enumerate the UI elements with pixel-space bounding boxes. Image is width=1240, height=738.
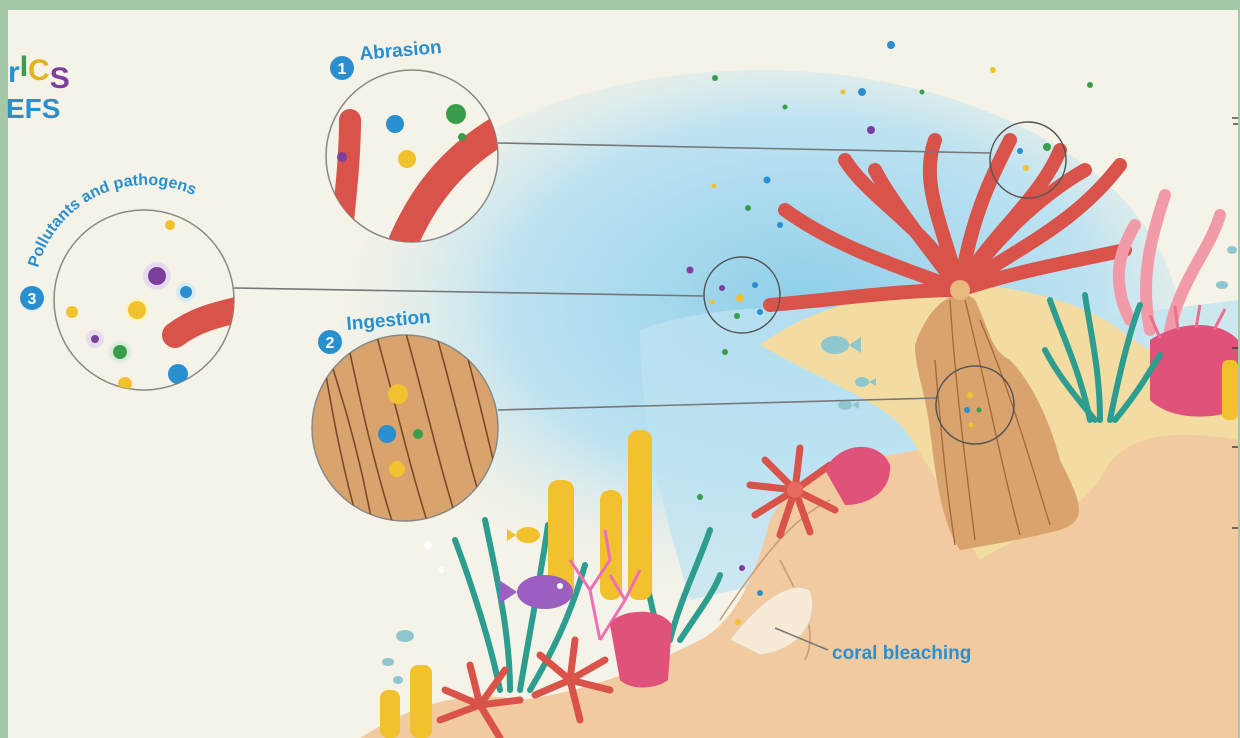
ingestion-magnifier (312, 335, 498, 521)
title-letter-1: r (8, 56, 20, 89)
coral-mouth (950, 280, 970, 300)
anemone-center (787, 482, 803, 498)
title-letter-4: S (50, 62, 70, 95)
coral-bleaching-label: coral bleaching (832, 643, 971, 664)
pollutants-magnifier (54, 210, 234, 390)
title-line-2: EFS (6, 93, 60, 124)
ingestion-number: 2 (326, 335, 335, 352)
yellow-tube-right (1222, 360, 1238, 420)
pollutants-number: 3 (28, 291, 37, 308)
abrasion-number: 1 (338, 61, 347, 78)
title-letter-2: I (20, 50, 28, 83)
magenta-sponge-left (610, 612, 672, 688)
title-letter-3: C (28, 54, 50, 87)
